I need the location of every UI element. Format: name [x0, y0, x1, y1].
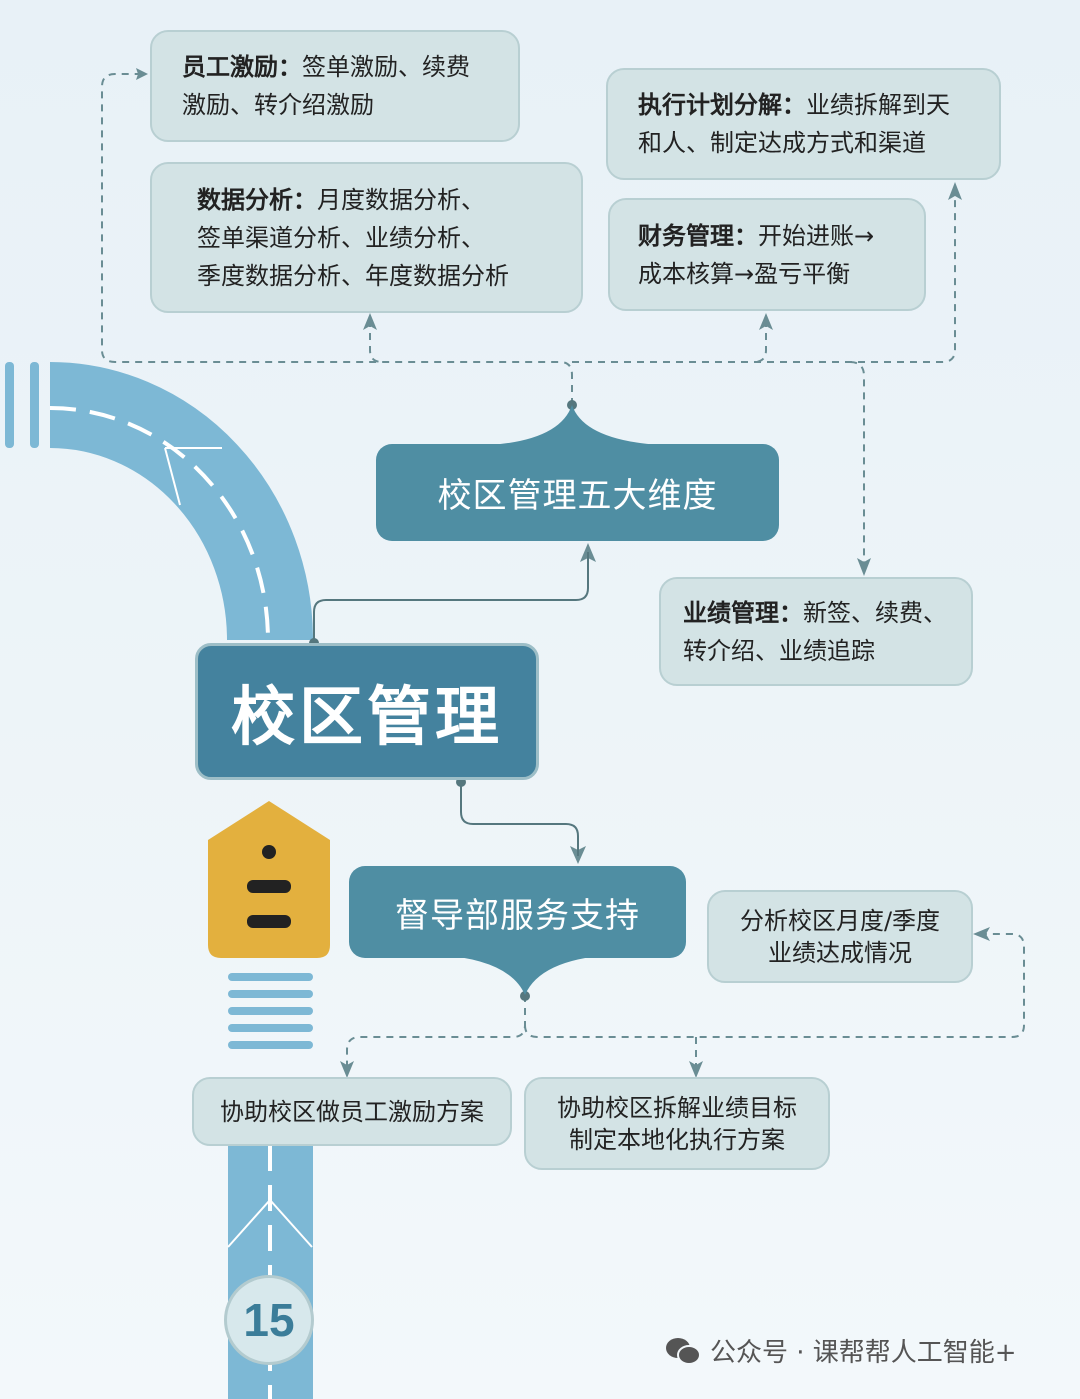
assist2-line-2: 制定本地化执行方案 — [569, 1125, 785, 1154]
plan-title: 执行计划分解： — [638, 91, 806, 119]
node-finance: 财务管理：开始进账→ 成本核算→盈亏平衡 — [608, 198, 926, 311]
node-analyze-performance: 分析校区月度/季度 业绩达成情况 — [707, 890, 973, 983]
data-text-2: 签单渠道分析、业绩分析、 — [197, 223, 485, 252]
finance-text: 开始进账→ — [758, 221, 875, 250]
employee-text: 签单激励、续费 — [302, 53, 470, 81]
solid-connectors — [313, 552, 589, 856]
five-dimensions-peak — [490, 405, 660, 445]
assist2-line-1: 协助校区拆解业绩目标 — [557, 1093, 797, 1122]
data-text: 月度数据分析、 — [317, 185, 485, 214]
wechat-icon — [666, 1337, 701, 1365]
watermark: 公众号 · 课帮帮人工智能+ — [664, 1332, 1017, 1369]
finance-title: 财务管理： — [638, 221, 758, 250]
performance-text: 新签、续费、 — [803, 598, 947, 627]
node-five-dimensions: 校区管理五大维度 — [376, 444, 779, 541]
employee-text-2: 激励、转介绍激励 — [182, 91, 374, 119]
data-text-3: 季度数据分析、年度数据分析 — [197, 261, 509, 290]
analyze-line-2: 业绩达成情况 — [768, 938, 912, 967]
employee-title: 员工激励： — [182, 53, 302, 81]
node-campus-management: 校区管理 — [195, 643, 539, 780]
node-plan-breakdown: 执行计划分解：业绩拆解到天 和人、制定达成方式和渠道 — [606, 68, 1001, 180]
performance-text-2: 转介绍、业绩追踪 — [683, 636, 875, 665]
dashed-connectors — [101, 73, 1025, 1072]
page-number: 15 — [224, 1275, 314, 1365]
node-employee-incentive: 员工激励：签单激励、续费 激励、转介绍激励 — [150, 30, 520, 142]
sign-icon — [208, 801, 330, 958]
node-assist-target: 协助校区拆解业绩目标 制定本地化执行方案 — [524, 1077, 830, 1170]
assist1-label: 协助校区做员工激励方案 — [220, 1097, 484, 1126]
node-performance: 业绩管理：新签、续费、 转介绍、业绩追踪 — [659, 577, 973, 686]
support-funnel — [440, 955, 610, 995]
watermark-text: 公众号 · 课帮帮人工智能+ — [710, 1338, 1017, 1368]
data-title: 数据分析： — [197, 185, 317, 214]
analyze-line-1: 分析校区月度/季度 — [739, 906, 941, 935]
finance-text-2: 成本核算→盈亏平衡 — [638, 259, 851, 288]
node-data-analysis: 数据分析：月度数据分析、 签单渠道分析、业绩分析、 季度数据分析、年度数据分析 — [150, 162, 583, 313]
plan-text-2: 和人、制定达成方式和渠道 — [638, 129, 926, 157]
performance-title: 业绩管理： — [683, 598, 803, 627]
plan-text: 业绩拆解到天 — [806, 91, 950, 119]
node-assist-incentive: 协助校区做员工激励方案 — [192, 1077, 512, 1146]
node-supervision-support: 督导部服务支持 — [349, 866, 686, 958]
